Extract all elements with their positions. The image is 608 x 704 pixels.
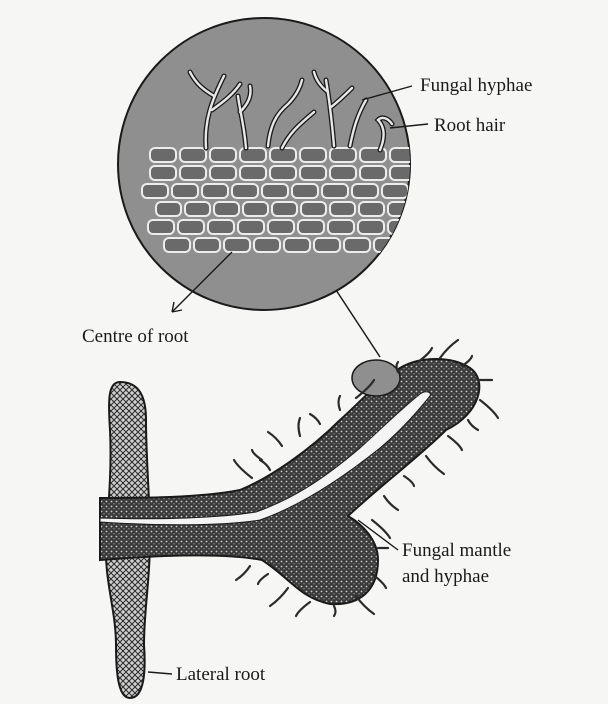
root-cell	[417, 202, 442, 216]
mantle-hypha	[404, 476, 414, 486]
root-cell	[164, 238, 190, 252]
mantle-hypha	[448, 436, 462, 450]
root-cell	[142, 184, 168, 198]
sample-bulge	[352, 360, 400, 396]
mantle-hypha	[384, 496, 398, 510]
label-centre-of-root: Centre of root	[82, 326, 189, 347]
root-cell	[300, 166, 326, 180]
mantle-hypha	[260, 460, 270, 470]
root-cell	[194, 238, 220, 252]
mantle-hypha	[234, 460, 252, 478]
root-cell	[382, 184, 408, 198]
root-cell	[330, 148, 356, 162]
mantle-hypha	[468, 420, 478, 430]
mantle-hypha	[299, 418, 301, 436]
root-cell	[360, 166, 386, 180]
root-cell	[358, 220, 384, 234]
root-cell	[238, 220, 264, 234]
label-lateral-root: Lateral root	[176, 664, 266, 685]
magnification-connector	[336, 290, 380, 357]
root-cell	[156, 202, 181, 216]
root-cell	[240, 148, 266, 162]
mantle-hypha	[268, 432, 282, 446]
mantle-hypha	[236, 566, 250, 580]
root-cell	[301, 202, 326, 216]
root-cell	[300, 148, 326, 162]
root-cell	[420, 166, 446, 180]
root-cell	[148, 220, 174, 234]
root-cell	[412, 184, 438, 198]
root-cell	[210, 166, 236, 180]
leader-lateral-root	[148, 672, 172, 674]
root-cell	[272, 202, 297, 216]
root-cell	[322, 184, 348, 198]
root-cell	[180, 166, 206, 180]
mantle-hypha	[397, 362, 399, 372]
root-cell	[330, 166, 356, 180]
mantle-hypha	[440, 340, 458, 358]
mantle-hypha	[296, 602, 310, 616]
mantle-hypha	[252, 450, 262, 460]
magnified-disc	[118, 18, 410, 310]
root-cell	[270, 166, 296, 180]
mantle-hypha	[372, 520, 390, 538]
mantle-hypha	[339, 396, 341, 410]
mantle-hypha	[310, 414, 320, 424]
root-cell	[359, 202, 384, 216]
root-cell	[254, 238, 280, 252]
root-system	[100, 340, 498, 698]
root-cell	[210, 148, 236, 162]
root-cell	[150, 166, 176, 180]
root-cell	[208, 220, 234, 234]
root-cell	[284, 238, 310, 252]
root-cell	[390, 148, 416, 162]
root-cell	[292, 184, 318, 198]
root-cell	[388, 202, 413, 216]
root-cell	[390, 166, 416, 180]
root-cell	[268, 220, 294, 234]
root-cell	[240, 166, 266, 180]
root-cell	[172, 184, 198, 198]
label-fungal-mantle-line2: and hyphae	[402, 566, 489, 587]
mantle-hypha	[426, 456, 444, 474]
label-fungal-hyphae: Fungal hyphae	[420, 75, 532, 96]
root-cell	[352, 184, 378, 198]
root-cell	[388, 220, 414, 234]
label-fungal-mantle-line1: Fungal mantle	[402, 540, 511, 561]
root-cell	[243, 202, 268, 216]
root-cell	[180, 148, 206, 162]
mantle-hypha	[258, 574, 268, 584]
root-cell	[298, 220, 324, 234]
mantle-hypha	[480, 400, 498, 418]
mantle-hypha	[334, 606, 336, 616]
mantle-hypha	[270, 588, 288, 606]
root-cell	[178, 220, 204, 234]
root-cell	[314, 238, 340, 252]
root-cell	[150, 148, 176, 162]
magnified-view	[118, 18, 446, 310]
root-cell	[202, 184, 228, 198]
root-cell	[224, 238, 250, 252]
root-cell	[185, 202, 210, 216]
mantle-hypha	[462, 356, 472, 366]
root-cell	[328, 220, 354, 234]
root-cell	[262, 184, 288, 198]
label-root-hair: Root hair	[434, 115, 506, 136]
root-cell	[374, 238, 400, 252]
mantle-hypha	[356, 596, 374, 614]
root-cell	[214, 202, 239, 216]
root-cell	[232, 184, 258, 198]
root-cell	[344, 238, 370, 252]
root-cell	[330, 202, 355, 216]
